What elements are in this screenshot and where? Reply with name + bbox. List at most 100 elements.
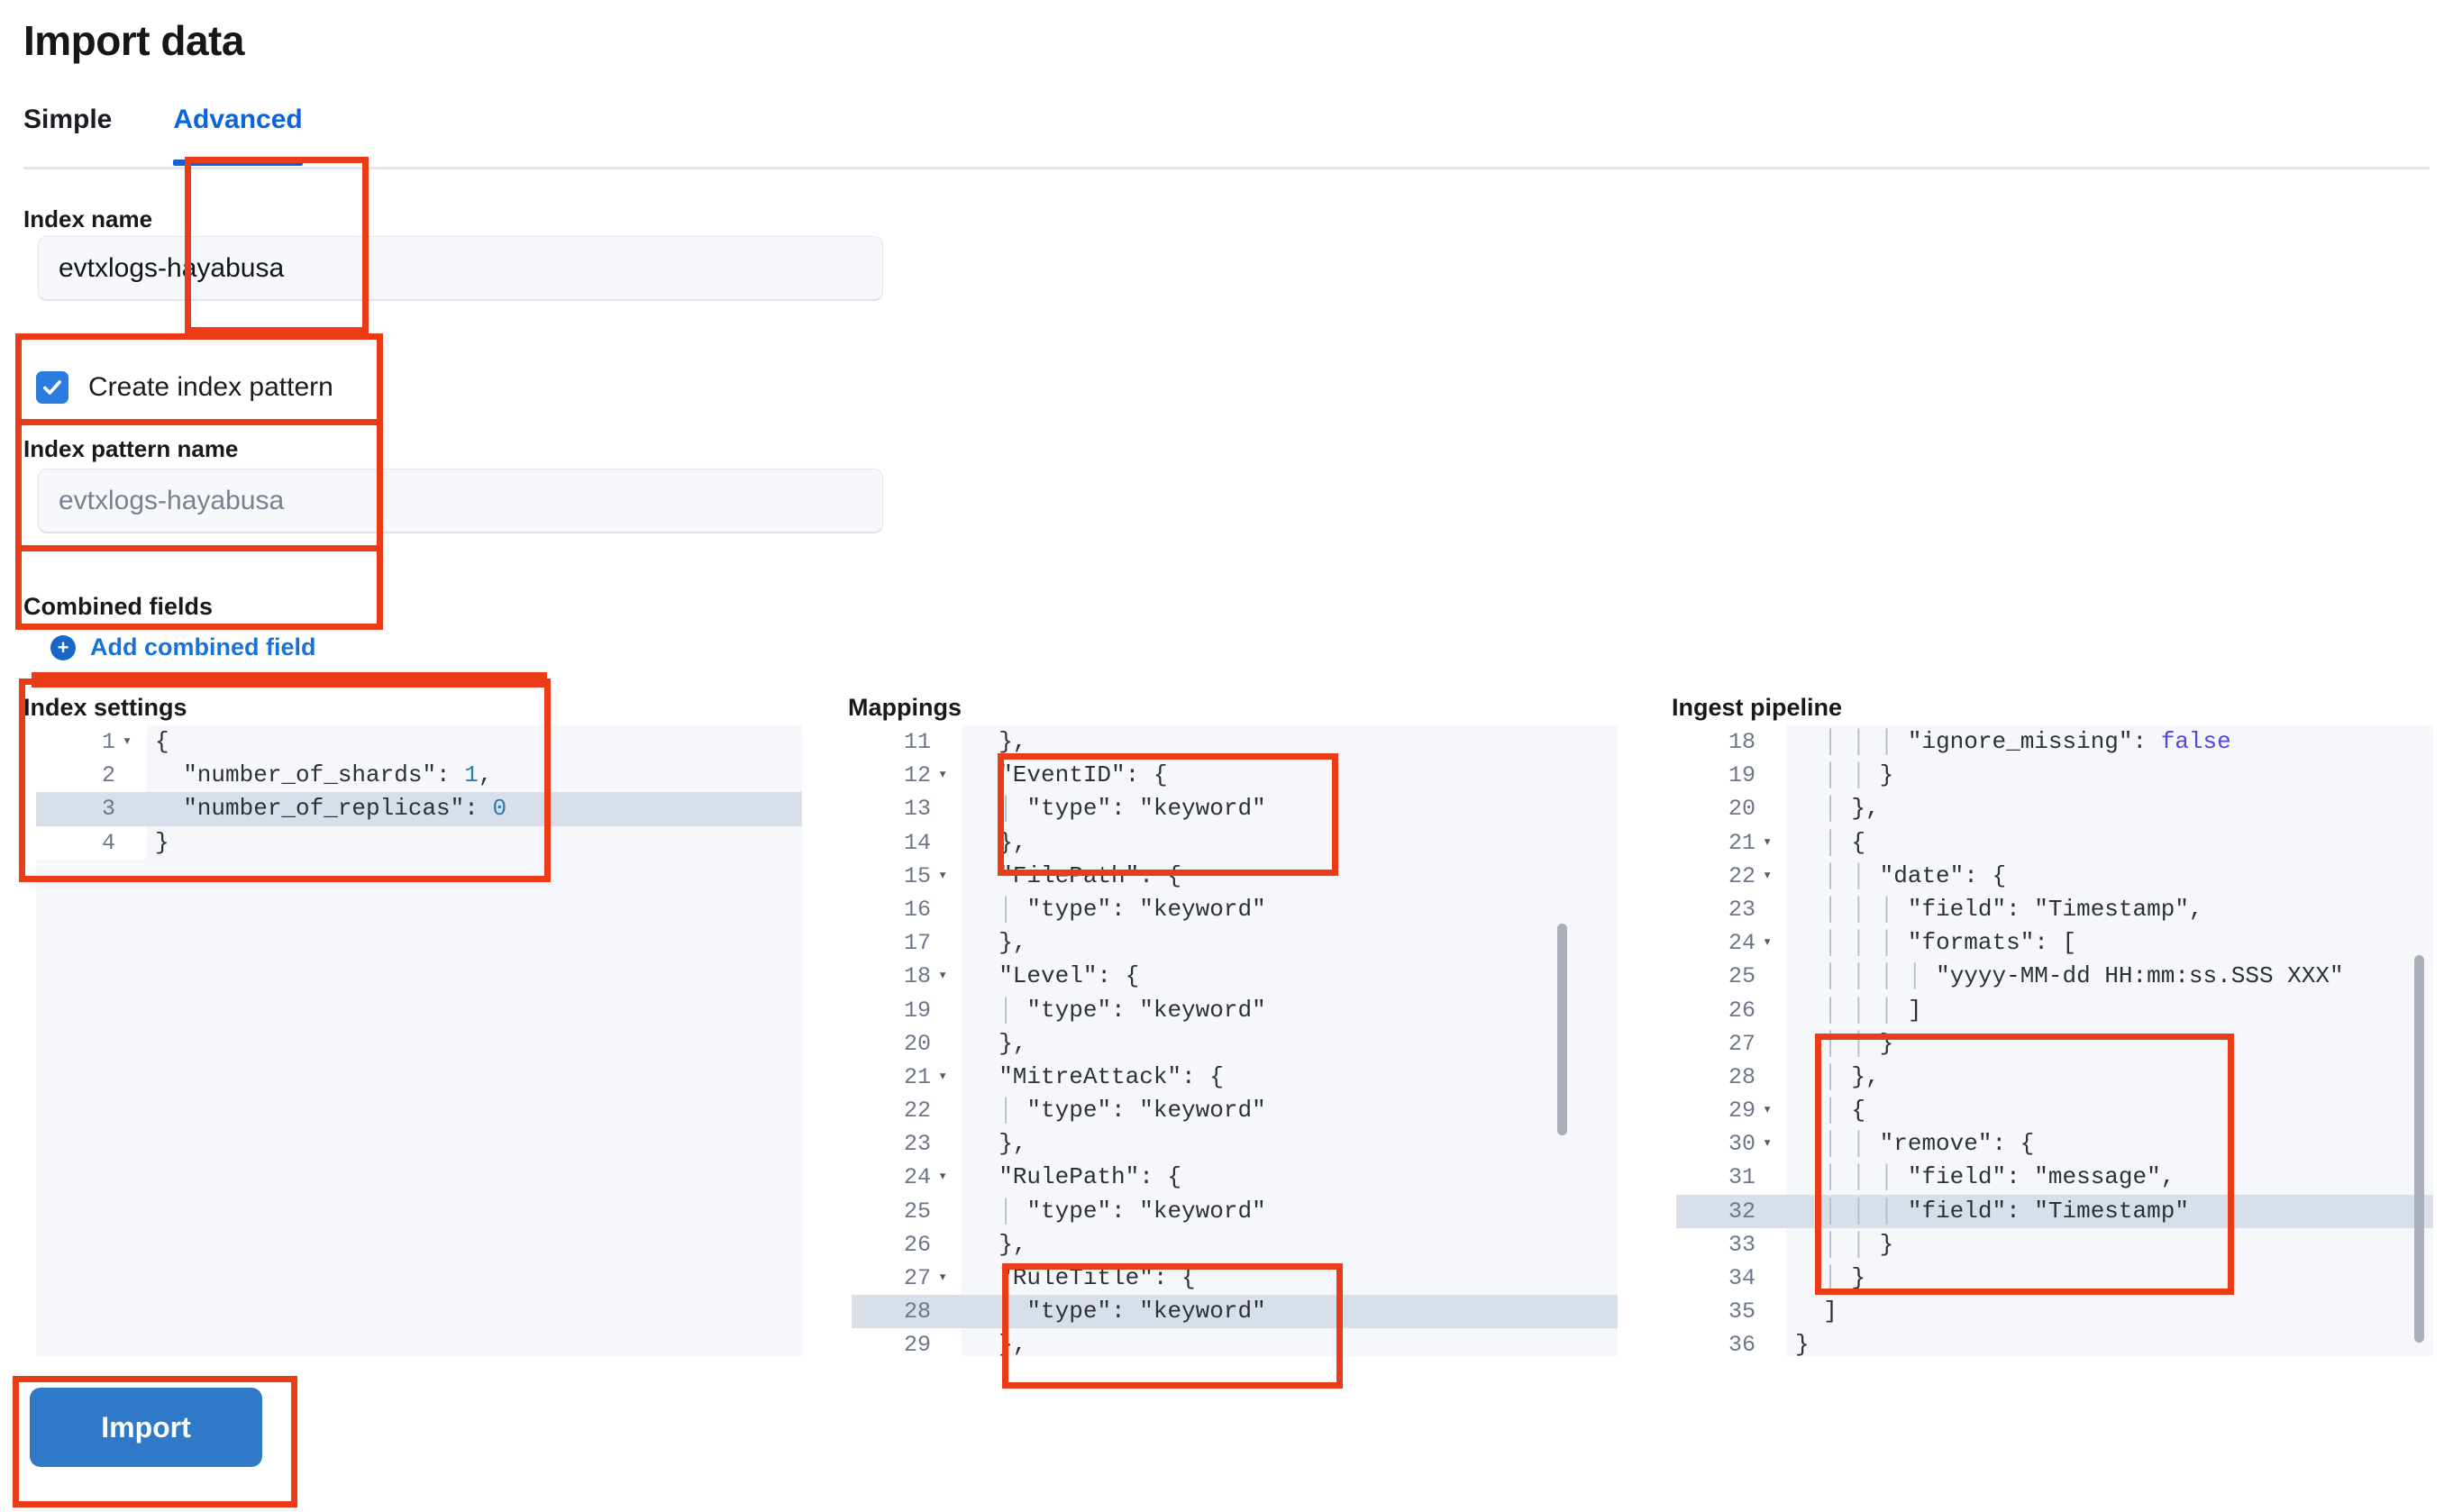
gutter-spacer bbox=[938, 759, 962, 793]
code-text: │ }, bbox=[1823, 1062, 1880, 1090]
code-line[interactable]: 22 │ "type": "keyword" bbox=[852, 1094, 1618, 1128]
gutter-spacer bbox=[938, 1328, 962, 1356]
code-line[interactable]: 26 }, bbox=[852, 1227, 1618, 1262]
fold-toggle-icon[interactable]: ▾ bbox=[938, 767, 948, 785]
gutter-spacer bbox=[938, 960, 962, 994]
code-line[interactable]: 25 │ "type": "keyword" bbox=[852, 1194, 1618, 1228]
code-line[interactable]: 20 │ }, bbox=[1676, 792, 2433, 826]
code-line[interactable]: 29▾ │ { bbox=[1676, 1094, 2433, 1128]
code-line[interactable]: 12▾ "EventID": { bbox=[852, 759, 1618, 793]
add-combined-field-button[interactable]: + Add combined field bbox=[50, 633, 316, 661]
line-number: 22 bbox=[852, 1094, 938, 1128]
code-text: }, bbox=[971, 929, 1027, 957]
code-line[interactable]: 27 │ │ } bbox=[1676, 1026, 2433, 1061]
line-number: 21▾ bbox=[1676, 825, 1772, 860]
line-number: 24▾ bbox=[1676, 926, 1772, 961]
code-line[interactable]: 21▾ │ { bbox=[1676, 825, 2433, 860]
mappings-editor[interactable]: 11 },12▾ "EventID": {13 │ "type": "keywo… bbox=[852, 725, 1618, 1356]
gutter-spacer bbox=[938, 1295, 962, 1329]
code-line[interactable]: 1▾{ bbox=[36, 725, 802, 760]
checkbox-checked-icon[interactable] bbox=[36, 371, 68, 404]
fold-toggle-icon[interactable]: ▾ bbox=[938, 1169, 948, 1187]
code-line[interactable]: 24▾ "RulePath": { bbox=[852, 1161, 1618, 1195]
code-line[interactable]: 15▾ "FilePath": { bbox=[852, 859, 1618, 893]
line-number: 35 bbox=[1676, 1295, 1763, 1329]
fold-toggle-icon[interactable]: ▾ bbox=[938, 867, 948, 885]
code-line[interactable]: 21▾ "MitreAttack": { bbox=[852, 1060, 1618, 1095]
code-line[interactable]: 2 "number_of_shards": 1, bbox=[36, 759, 802, 793]
code-line[interactable]: 16 │ "type": "keyword" bbox=[852, 892, 1618, 927]
fold-toggle-icon[interactable]: ▾ bbox=[123, 733, 132, 751]
code-line[interactable]: 31 │ │ │ "field": "message", bbox=[1676, 1161, 2433, 1195]
tab-simple[interactable]: Simple bbox=[23, 97, 137, 135]
code-line[interactable]: 26 │ │ │ ] bbox=[1676, 993, 2433, 1027]
code-line[interactable]: 11 }, bbox=[852, 725, 1618, 760]
gutter-spacer bbox=[938, 825, 962, 860]
line-number: 28 bbox=[852, 1295, 938, 1329]
code-text: │ { bbox=[1823, 1097, 1866, 1125]
tab-advanced[interactable]: Advanced bbox=[137, 97, 325, 166]
code-text: │ { bbox=[1823, 828, 1866, 856]
code-line[interactable]: 24▾ │ │ │ "formats": [ bbox=[1676, 926, 2433, 961]
add-combined-field-underline bbox=[31, 672, 548, 688]
code-line[interactable]: 29 }, bbox=[852, 1328, 1618, 1356]
fold-toggle-icon[interactable]: ▾ bbox=[1763, 867, 1773, 885]
fold-toggle-icon[interactable]: ▾ bbox=[938, 968, 948, 986]
index-settings-editor[interactable]: 1▾{2 "number_of_shards": 1,3 "number_of_… bbox=[36, 725, 802, 1356]
fold-toggle-icon[interactable]: ▾ bbox=[1763, 833, 1773, 852]
fold-toggle-icon[interactable]: ▾ bbox=[1763, 934, 1773, 952]
code-line[interactable]: 14 }, bbox=[852, 825, 1618, 860]
fold-toggle-icon[interactable]: ▾ bbox=[938, 1270, 948, 1287]
line-number: 30▾ bbox=[1676, 1127, 1772, 1161]
code-line[interactable]: 28 │ }, bbox=[1676, 1060, 2433, 1095]
line-number: 17 bbox=[852, 926, 938, 961]
code-text: │ "type": "keyword" bbox=[999, 996, 1266, 1024]
code-line[interactable]: 23 }, bbox=[852, 1127, 1618, 1161]
gutter-spacer bbox=[1763, 1194, 1786, 1228]
code-line[interactable]: 19 │ │ } bbox=[1676, 759, 2433, 793]
code-line[interactable]: 19 │ "type": "keyword" bbox=[852, 993, 1618, 1027]
code-line[interactable]: 33 │ │ } bbox=[1676, 1227, 2433, 1262]
mappings-scrollbar[interactable] bbox=[1557, 924, 1567, 1135]
line-number: 15▾ bbox=[852, 859, 947, 893]
tab-active-underline bbox=[173, 159, 303, 166]
code-line[interactable]: 27▾ "RuleTitle": { bbox=[852, 1262, 1618, 1296]
code-line[interactable]: 20 }, bbox=[852, 1026, 1618, 1061]
code-line[interactable]: 18 │ │ │ "ignore_missing": false bbox=[1676, 725, 2433, 760]
ingest-pipeline-scrollbar[interactable] bbox=[2414, 955, 2424, 1343]
code-line[interactable]: 18▾ "Level": { bbox=[852, 960, 1618, 994]
code-line[interactable]: 34 │ } bbox=[1676, 1262, 2433, 1296]
line-number: 20 bbox=[1676, 792, 1763, 826]
code-line[interactable]: 30▾ │ │ "remove": { bbox=[1676, 1127, 2433, 1161]
code-line[interactable]: 28 │ "type": "keyword" bbox=[852, 1295, 1618, 1329]
import-button[interactable]: Import bbox=[30, 1388, 262, 1467]
fold-toggle-icon[interactable]: ▾ bbox=[1763, 1135, 1773, 1153]
code-line[interactable]: 22▾ │ │ "date": { bbox=[1676, 859, 2433, 893]
line-number: 18▾ bbox=[852, 960, 947, 994]
index-name-input[interactable]: evtxlogs-hayabusa bbox=[38, 236, 883, 301]
code-line[interactable]: 4} bbox=[36, 825, 802, 860]
page-title: Import data bbox=[23, 17, 244, 64]
code-text: "FilePath": { bbox=[971, 861, 1182, 889]
code-text: │ } bbox=[1823, 1264, 1866, 1291]
code-line[interactable]: 23 │ │ │ "field": "Timestamp", bbox=[1676, 892, 2433, 927]
code-line[interactable]: 25 │ │ │ │ "yyyy-MM-dd HH:mm:ss.SSS XXX" bbox=[1676, 960, 2433, 994]
code-text: │ │ │ "ignore_missing": false bbox=[1823, 728, 2231, 755]
code-line[interactable]: 17 }, bbox=[852, 926, 1618, 961]
code-text: }, bbox=[971, 1230, 1027, 1258]
code-text: │ │ │ "field": "Timestamp" bbox=[1823, 1197, 2189, 1225]
fold-toggle-icon[interactable]: ▾ bbox=[1763, 1102, 1773, 1120]
code-line[interactable]: 32 │ │ │ "field": "Timestamp" bbox=[1676, 1194, 2433, 1228]
code-line[interactable]: 13 │ "type": "keyword" bbox=[852, 792, 1618, 826]
code-line[interactable]: 36} bbox=[1676, 1328, 2433, 1356]
gutter-spacer bbox=[123, 725, 146, 760]
gutter-spacer bbox=[938, 1026, 962, 1061]
code-line[interactable]: 3 "number_of_replicas": 0 bbox=[36, 792, 802, 826]
fold-toggle-icon[interactable]: ▾ bbox=[938, 1068, 948, 1086]
code-line[interactable]: 35 ] bbox=[1676, 1295, 2433, 1329]
index-pattern-name-input[interactable]: evtxlogs-hayabusa bbox=[38, 469, 883, 533]
line-number: 31 bbox=[1676, 1161, 1763, 1195]
gutter-spacer bbox=[1763, 1295, 1786, 1329]
create-index-pattern-row[interactable]: Create index pattern bbox=[36, 371, 333, 404]
